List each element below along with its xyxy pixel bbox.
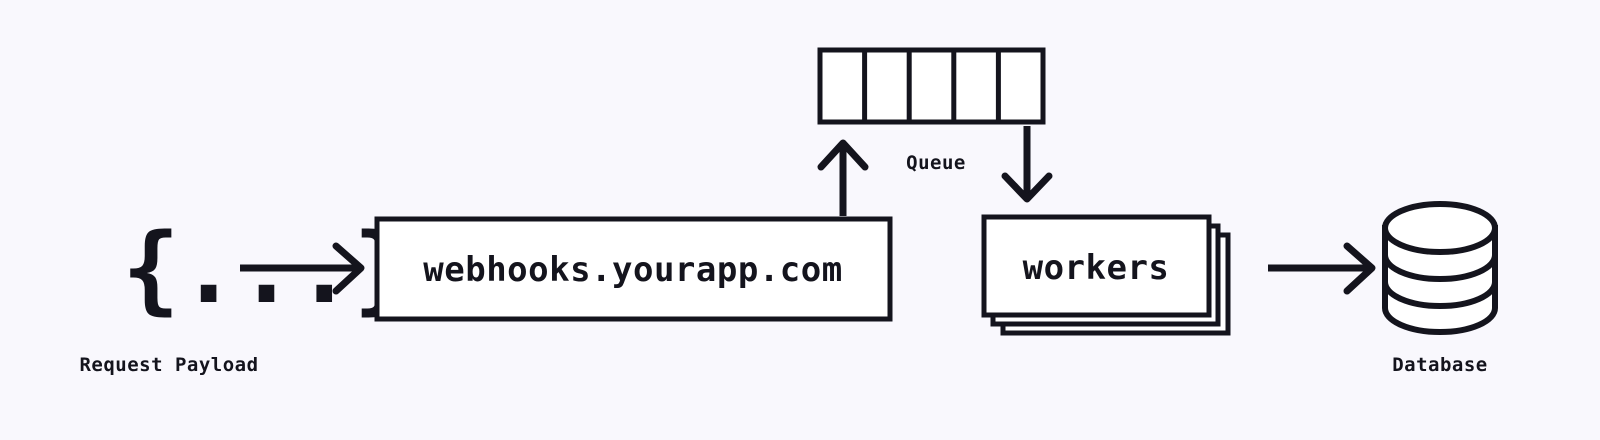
workers-label: workers: [1023, 248, 1170, 288]
database-node: Database: [1382, 201, 1498, 376]
database-band-2: [1382, 279, 1498, 309]
arrow-payload-to-endpoint: [240, 242, 365, 295]
database-top: [1382, 201, 1498, 255]
queue-box: [817, 47, 1046, 125]
endpoint-box: [374, 216, 893, 322]
arrow-endpoint-to-queue: [817, 139, 869, 216]
database-caption: Database: [1392, 354, 1488, 376]
workers-node: workers: [981, 214, 1231, 336]
queue-node: Queue: [817, 47, 1046, 174]
request-payload-caption: Request Payload: [79, 354, 258, 376]
endpoint-node: webhooks.yourapp.com: [374, 216, 893, 322]
workers-box-front: [981, 214, 1212, 318]
database-band-1: [1382, 252, 1498, 282]
arrow-workers-to-database: [1268, 242, 1376, 295]
queue-caption: Queue: [906, 152, 966, 174]
endpoint-label: webhooks.yourapp.com: [423, 250, 842, 290]
arrow-queue-to-workers: [1001, 126, 1053, 203]
